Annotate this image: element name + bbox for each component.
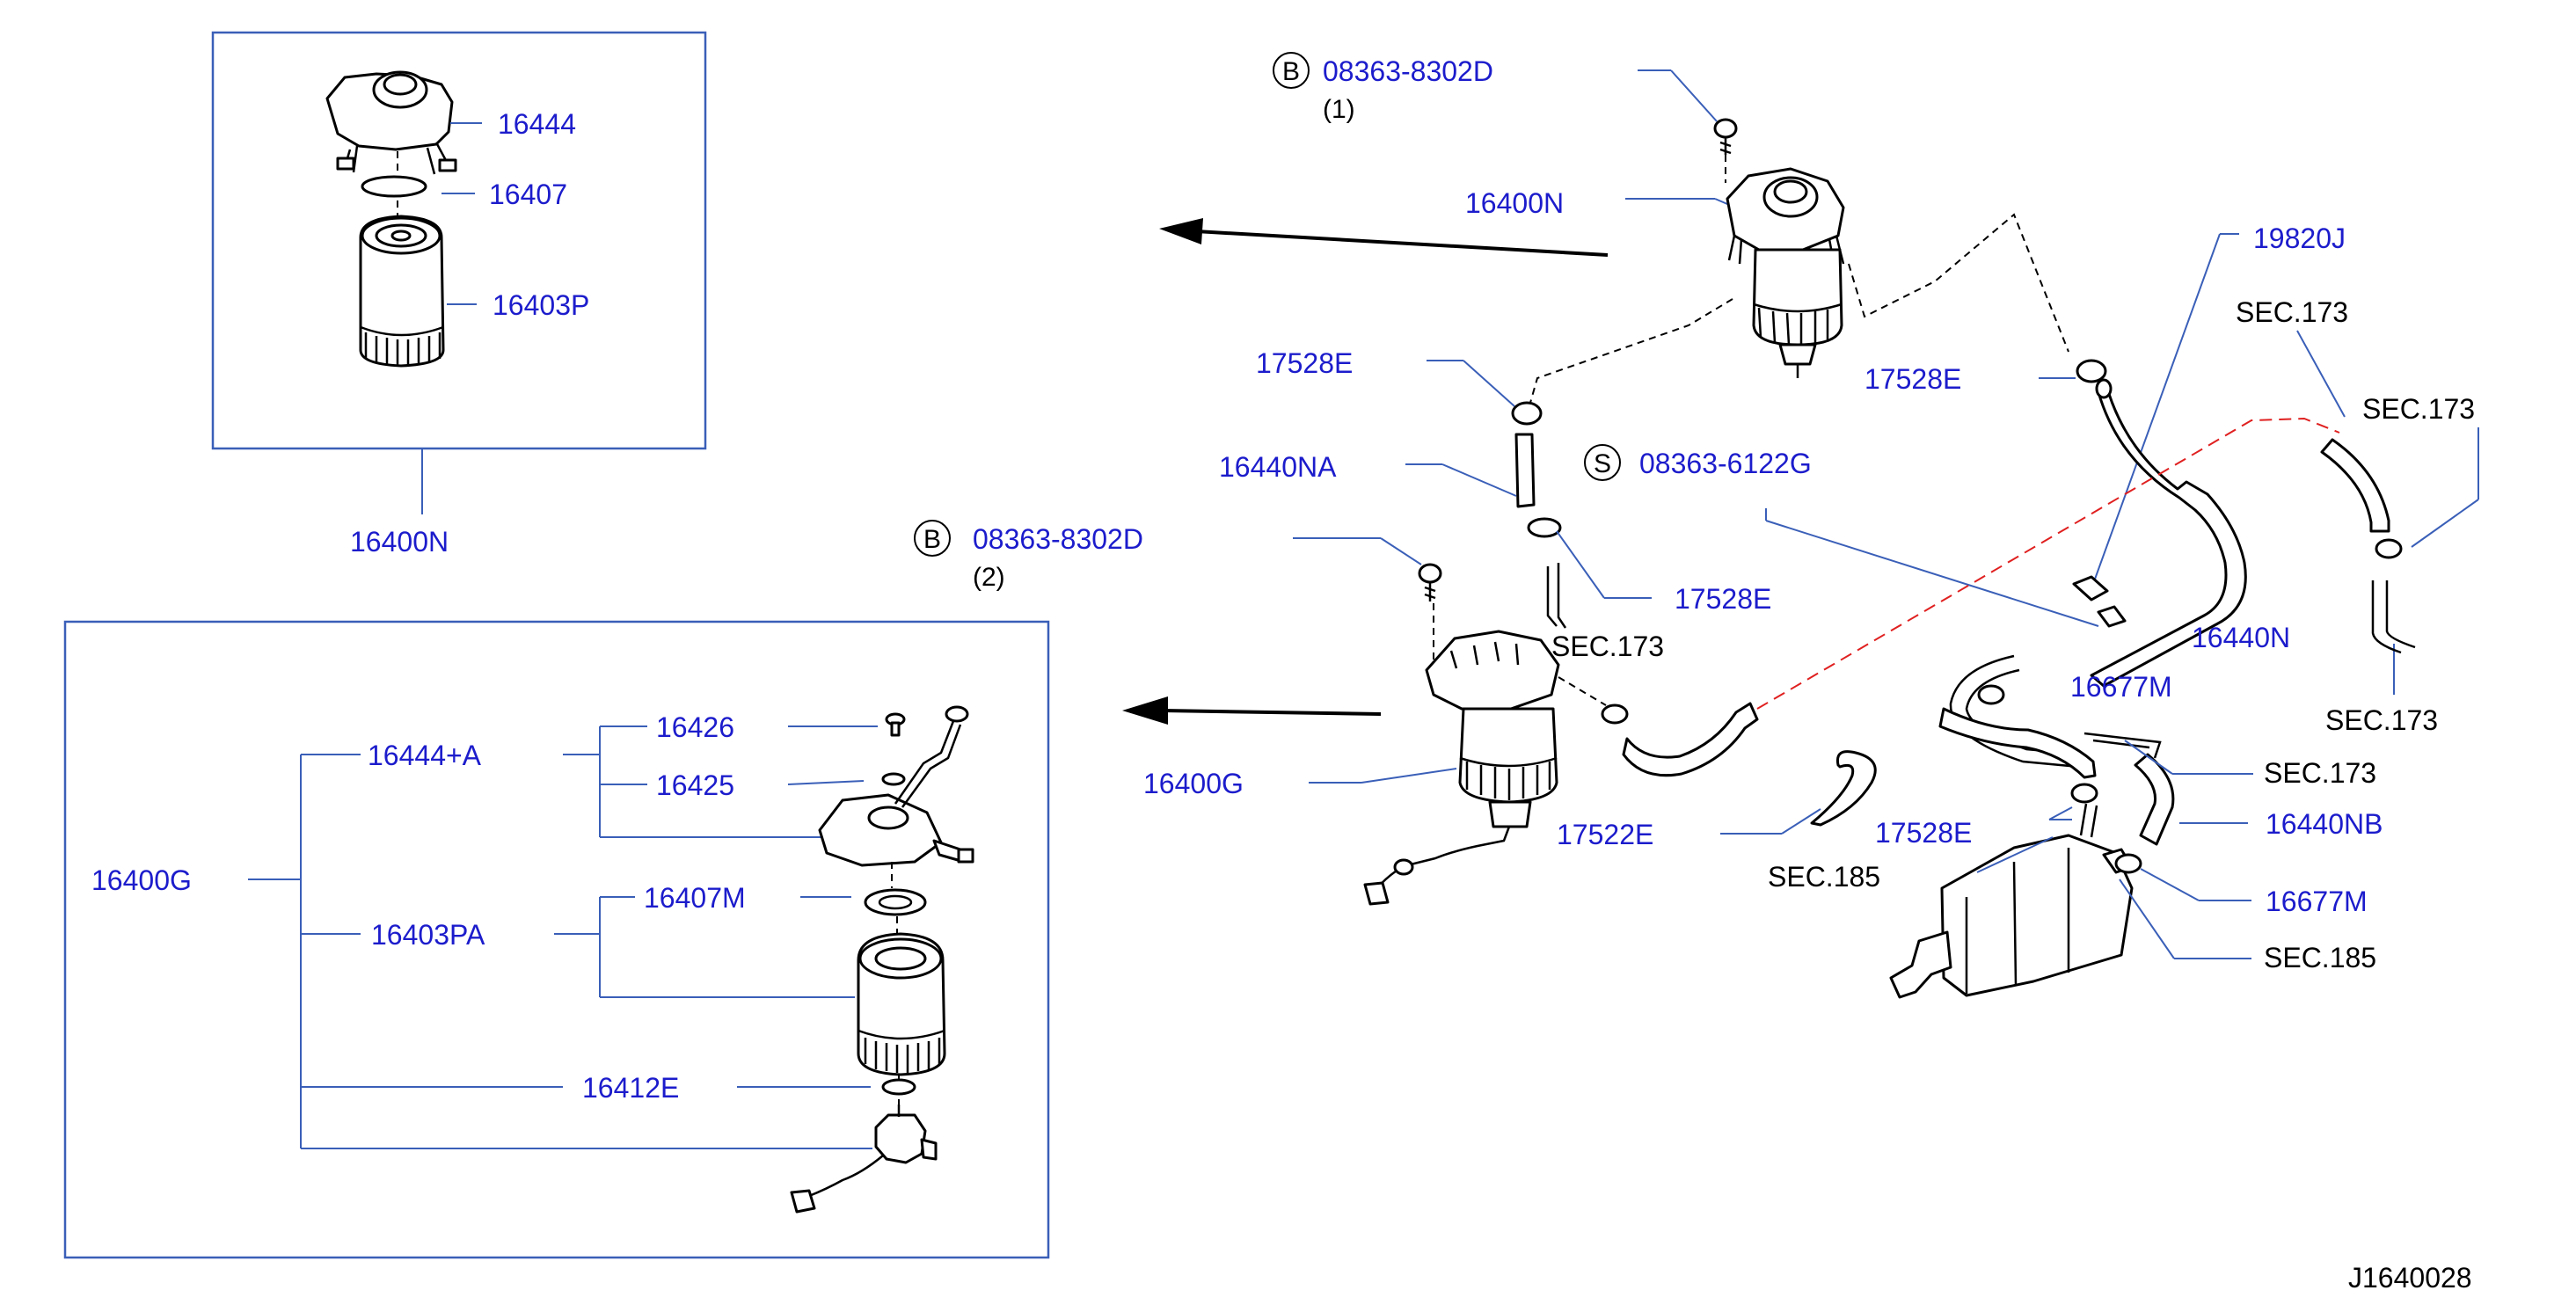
part-label-16400G-main[interactable]: 16400G xyxy=(1143,768,1244,799)
red-dashed-route xyxy=(1756,417,2340,710)
part-label-16677M-1[interactable]: 16677M xyxy=(2070,671,2172,703)
part-label-16444[interactable]: 16444 xyxy=(498,108,576,140)
clamp-16677M-upper-icon xyxy=(1977,684,2005,705)
clamp-near-16400G-icon xyxy=(1601,704,1629,725)
hose-16400G-outlet-icon xyxy=(1622,702,1759,777)
part-label-17528E-1[interactable]: 17528E xyxy=(1256,347,1353,379)
part-label-16440NB[interactable]: 16440NB xyxy=(2266,808,2383,840)
callout-letter-B1: B xyxy=(1282,57,1300,86)
part-label-08363-8302D-1[interactable]: 08363-8302D xyxy=(1323,55,1493,87)
quantity-2: (2) xyxy=(973,563,1005,592)
clamp-17528E-2-icon xyxy=(2076,359,2107,383)
hose-sec173-top-icon xyxy=(2320,438,2416,654)
diagram-code: J1640028 xyxy=(2348,1262,2472,1294)
part-label-16403P[interactable]: 16403P xyxy=(493,289,589,321)
detail-box-16400G xyxy=(63,620,1050,1259)
section-ref-sec173-b[interactable]: SEC.173 xyxy=(2362,393,2475,425)
part-label-16677M-2[interactable]: 16677M xyxy=(2266,886,2368,917)
section-ref-sec173-c[interactable]: SEC.173 xyxy=(1551,631,1664,662)
clamp-16677M-lower-icon xyxy=(2114,853,2142,874)
clip-08363-6122G-icon xyxy=(2072,575,2127,628)
filter-head-16444-icon xyxy=(325,70,457,175)
part-label-16407M[interactable]: 16407M xyxy=(644,882,746,914)
o-ring-16412E-icon xyxy=(881,1078,916,1096)
filter-cartridge-16403P-icon xyxy=(359,215,445,368)
section-ref-sec173-e[interactable]: SEC.173 xyxy=(2264,757,2376,789)
part-label-16400N-box[interactable]: 16400N xyxy=(350,526,449,558)
part-label-17522E[interactable]: 17522E xyxy=(1557,819,1653,850)
part-label-16440N-partial[interactable]: 16440N xyxy=(2192,622,2290,653)
part-label-17528E-3[interactable]: 17528E xyxy=(1675,583,1771,615)
canister-icon xyxy=(1889,803,2134,999)
part-label-16426[interactable]: 16426 xyxy=(656,711,734,743)
part-label-16407[interactable]: 16407 xyxy=(489,179,567,210)
part-label-16412E[interactable]: 16412E xyxy=(582,1072,679,1104)
bolt-08363-8302D-2-icon xyxy=(1418,563,1442,601)
detail-box-16400N xyxy=(211,31,707,450)
part-label-16444A[interactable]: 16444+A xyxy=(368,740,482,771)
arrow-to-16400G-detail xyxy=(1122,696,1382,725)
part-label-16400G-box[interactable]: 16400G xyxy=(91,864,192,896)
part-label-08363-8302D-2[interactable]: 08363-8302D xyxy=(973,523,1143,555)
bolt-08363-8302D-1-icon xyxy=(1713,118,1738,155)
part-label-16400N-main[interactable]: 16400N xyxy=(1465,187,1564,219)
fuel-filter-16400G-icon xyxy=(1363,563,1567,906)
clamp-17528E-3-icon xyxy=(1527,517,1562,538)
part-label-17528E-2[interactable]: 17528E xyxy=(1864,363,1961,395)
water-sensor-icon xyxy=(790,1105,938,1214)
gasket-16407M-icon xyxy=(864,888,927,916)
clamp-17528E-4-icon xyxy=(2070,783,2098,804)
callout-circle-S1 xyxy=(1584,444,1621,481)
part-label-16425[interactable]: 16425 xyxy=(656,769,734,801)
o-ring-16407-icon xyxy=(361,175,427,198)
section-ref-sec173-d[interactable]: SEC.173 xyxy=(2325,704,2438,736)
quantity-1: (1) xyxy=(1323,95,1355,124)
hose-16440NA-icon xyxy=(1514,433,1536,508)
seal-16425-icon xyxy=(881,772,906,786)
part-label-17528E-4[interactable]: 17528E xyxy=(1875,817,1972,849)
filter-head-16444A-icon xyxy=(818,705,974,867)
hose-16440N-icon xyxy=(2090,378,2247,688)
fuel-filter-16400N-icon xyxy=(1726,167,1845,378)
vapor-lines-icon xyxy=(1938,654,2175,846)
bleed-screw-16426-icon xyxy=(885,712,906,737)
section-ref-sec173-a[interactable]: SEC.173 xyxy=(2236,296,2348,328)
section-ref-sec185-a[interactable]: SEC.185 xyxy=(1768,861,1880,893)
arrow-to-16400N-detail xyxy=(1159,218,1609,257)
callout-letter-S1: S xyxy=(1594,449,1611,478)
part-label-16403PA[interactable]: 16403PA xyxy=(371,919,485,951)
callout-letter-B2: B xyxy=(923,525,941,554)
filter-cartridge-16403PA-icon xyxy=(857,932,946,1076)
callout-circle-B2 xyxy=(914,520,951,557)
clamp-17528E-1-icon xyxy=(1511,401,1543,426)
tie-band-17522E-icon xyxy=(1810,750,1877,827)
section-ref-sec185-b[interactable]: SEC.185 xyxy=(2264,942,2376,973)
callout-circle-B1 xyxy=(1273,52,1310,89)
part-label-16440NA[interactable]: 16440NA xyxy=(1219,451,1337,483)
part-label-08363-6122G[interactable]: 08363-6122G xyxy=(1639,448,1812,479)
part-label-19820J[interactable]: 19820J xyxy=(2253,222,2346,254)
